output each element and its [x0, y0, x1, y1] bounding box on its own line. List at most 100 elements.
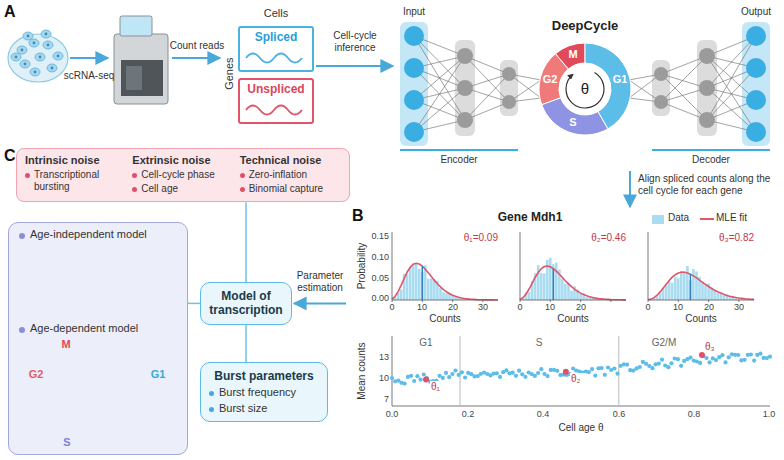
output-item: Burst frequency	[219, 386, 296, 399]
noise-item: Zero-inflation	[249, 169, 307, 181]
data-point	[650, 366, 654, 370]
annotation-label: Counts	[676, 313, 726, 325]
annotation-label: Encoder	[429, 154, 489, 166]
noise-item: Binomial capture	[249, 183, 323, 195]
layer-band	[400, 22, 428, 146]
data-point	[403, 382, 407, 386]
mean-marker	[690, 274, 692, 300]
output-item: Burst size	[219, 402, 267, 415]
bullet-row: Binomial capture	[240, 183, 341, 195]
data-point	[390, 376, 394, 380]
connector-line	[245, 325, 247, 362]
histogram-bar	[668, 281, 671, 300]
panel-letter: C	[4, 146, 20, 165]
annotation-label: S	[529, 337, 549, 349]
annotation-label: θ₂	[570, 373, 586, 385]
network-link	[465, 56, 509, 102]
cell-nucleus	[34, 71, 37, 74]
neuron	[654, 67, 668, 81]
annotation-label: Counts	[548, 313, 598, 325]
mle-fit-curve	[648, 272, 754, 300]
histogram-bar	[716, 293, 719, 300]
annotation-label: 30	[729, 302, 749, 313]
histogram-bar	[701, 282, 704, 300]
cell-icon	[29, 39, 39, 47]
axis-line	[392, 406, 770, 407]
data-point	[720, 353, 724, 357]
layer-band	[455, 40, 475, 136]
bullet-dot	[25, 173, 30, 178]
annotation-label: G2	[26, 368, 46, 381]
data-point	[555, 369, 559, 373]
data-point	[412, 379, 416, 383]
highlight-point	[563, 369, 569, 375]
data-point	[615, 372, 619, 376]
neuron	[404, 26, 424, 46]
cell-icon	[47, 64, 57, 72]
sequencer-body	[114, 34, 168, 104]
legend-line-sample	[700, 218, 714, 220]
legend-label: MLE fit	[716, 212, 747, 224]
network-link	[661, 56, 707, 102]
histogram-bar	[677, 278, 680, 300]
noise-item: Cell-cycle phase	[141, 169, 214, 181]
data-point	[495, 371, 499, 375]
mle-fit-curve	[392, 263, 498, 300]
annotation-label: 0.8	[682, 409, 706, 420]
cell-icon	[11, 53, 21, 61]
bullet-row: Cell age	[132, 183, 233, 195]
highlight-point	[423, 376, 429, 382]
neuron	[457, 80, 473, 96]
neuron	[502, 67, 516, 81]
flow-arrow	[70, 57, 108, 59]
panel-letter: A	[4, 2, 20, 21]
histogram-bar	[683, 271, 686, 300]
axis-tick	[392, 300, 393, 302]
cell-nucleus	[45, 33, 48, 36]
neuron	[699, 48, 715, 64]
annotation-label: 0.10	[361, 252, 389, 263]
histogram-bar	[713, 290, 716, 300]
annotation-label: 20	[443, 302, 463, 313]
annotation-label: θ₁=0.09	[438, 232, 498, 244]
bullet-dot	[19, 327, 25, 333]
data-point	[625, 363, 629, 367]
model-name: DeepCycle	[525, 18, 645, 34]
axis-tick	[738, 300, 739, 302]
axis-tick	[580, 300, 581, 302]
noise-heading: Intrinsic noise	[25, 154, 126, 167]
bullet-dot	[132, 173, 137, 178]
annotation-label: 0.05	[361, 273, 389, 284]
axis-line	[520, 232, 521, 300]
annotation-label: scRNA-seq	[61, 70, 117, 82]
data-point	[669, 361, 673, 365]
cell-icon	[23, 32, 33, 40]
legend-label: Data	[668, 212, 689, 224]
noise-heading: Extrinsic noise	[132, 154, 233, 167]
data-point	[590, 367, 594, 371]
output-box: Burst parametersBurst frequencyBurst siz…	[200, 362, 328, 422]
data-point	[514, 374, 518, 378]
annotation-label: Cell age θ	[531, 422, 631, 434]
bullet-dot	[209, 407, 214, 412]
annotation-label: 20	[571, 302, 591, 313]
neuron	[746, 90, 766, 110]
histogram-bar	[570, 291, 573, 301]
data-point	[441, 376, 445, 380]
edge-label: Parameter estimation	[294, 270, 346, 293]
bullet-dot	[240, 173, 245, 178]
process-label: Model of transcription	[205, 289, 287, 318]
model-variant-heading: Age-independent model	[30, 228, 147, 241]
axis-tick	[708, 300, 709, 302]
layer-band	[697, 40, 717, 136]
data-point	[743, 358, 747, 362]
neuron	[502, 95, 516, 109]
data-point	[768, 355, 772, 359]
phase-divider	[618, 336, 619, 406]
axis-tick	[550, 300, 551, 302]
data-point	[415, 374, 419, 378]
neuron	[404, 90, 424, 110]
histogram-bar	[543, 273, 546, 300]
axis-tick	[648, 300, 649, 302]
connector-line	[245, 202, 247, 282]
